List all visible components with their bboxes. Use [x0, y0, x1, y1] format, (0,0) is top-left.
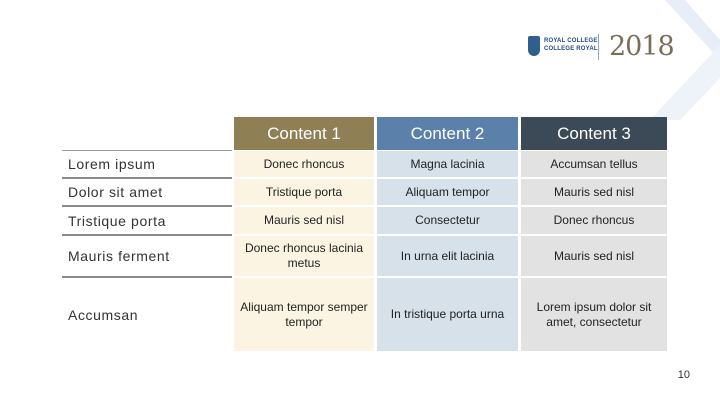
table-cell: In tristique porta urna: [377, 278, 518, 351]
table-top-rule: [62, 150, 232, 151]
row-label-3: Tristique porta: [68, 212, 166, 229]
table-cell: Consectetur: [377, 207, 518, 234]
logo-separator: [598, 34, 599, 60]
table-cell: Mauris sed nisl: [234, 207, 374, 234]
table-cell: In urna elit lacinia: [377, 236, 518, 276]
logo-org-line-1: ROYAL COLLEGE: [544, 38, 598, 44]
table-cell: Donec rhoncus: [234, 151, 374, 177]
row-label-4: Mauris ferment: [68, 248, 170, 264]
row-divider: [62, 234, 232, 236]
row-divider: [62, 177, 232, 179]
row-label-1: Lorem ipsum: [68, 156, 156, 172]
college-logo: ROYAL COLLEGE COLLEGE ROYAL 2018: [526, 30, 675, 64]
row-label-2: Dolor sit amet: [68, 184, 163, 200]
shield-icon: [528, 36, 540, 56]
row-divider: [62, 276, 232, 278]
table-cell: Donec rhoncus lacinia metus: [234, 236, 374, 276]
table-cell: Mauris sed nisl: [521, 179, 667, 205]
row-label-5: Accumsan: [68, 306, 139, 323]
table-cell: Tristique porta: [234, 179, 374, 205]
column-header-3: Content 3: [521, 117, 667, 150]
decorative-chevron: [640, 0, 720, 120]
table-cell: Lorem ipsum dolor sit amet, consectetur: [521, 278, 667, 351]
column-header-1: Content 1: [234, 117, 374, 150]
page-number: 10: [677, 369, 690, 381]
table-cell: Magna lacinia: [377, 151, 518, 177]
table-cell: Aliquam tempor semper tempor: [234, 278, 374, 351]
row-divider: [62, 205, 232, 207]
column-header-2: Content 2: [377, 117, 518, 150]
logo-year: 2018: [609, 31, 675, 62]
table-cell: Donec rhoncus: [521, 207, 667, 234]
table-cell: Accumsan tellus: [521, 151, 667, 177]
table-cell: Aliquam tempor: [377, 179, 518, 205]
logo-org-line-2: COLLEGE ROYAL: [544, 46, 598, 52]
table-cell: Mauris sed nisl: [521, 236, 667, 276]
